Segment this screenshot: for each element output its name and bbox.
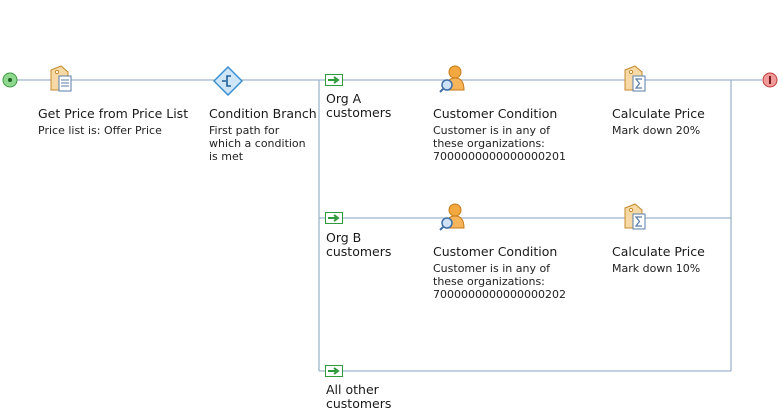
branch-label-org-a-line-2: customers <box>326 105 392 120</box>
price-tag-calc-icon <box>624 203 646 230</box>
customer-condition-a-desc-2: these organizations: <box>433 137 545 150</box>
green-arrow-icon[interactable] <box>325 74 343 86</box>
branch-label-all-other-line-2: customers <box>326 396 392 411</box>
start-circle-icon[interactable] <box>2 72 18 88</box>
branch-label-org-b-line-1: Org B <box>326 230 362 245</box>
get-price-title: Get Price from Price List <box>38 106 189 121</box>
customer-condition-a-desc-3: 7000000000000000201 <box>433 150 566 163</box>
customer-condition-a-desc-1: Customer is in any of <box>433 124 551 137</box>
calculate-price-a-title: Calculate Price <box>612 106 705 121</box>
customer-condition-b-desc-2: these organizations: <box>433 275 545 288</box>
customer-condition-b-title: Customer Condition <box>433 244 558 259</box>
customer-condition-a-title: Customer Condition <box>433 106 558 121</box>
condition-branch-description-line-3: is met <box>209 150 244 163</box>
price-tag-calc-icon <box>624 65 646 92</box>
calculate-price-b-description: Mark down 10% <box>612 262 701 275</box>
green-arrow-icon[interactable] <box>325 212 343 224</box>
branch-label-all-other-line-1: All other <box>326 382 379 397</box>
customer-condition-b-desc-1: Customer is in any of <box>433 262 551 275</box>
calculate-price-a-description: Mark down 20% <box>612 124 701 137</box>
condition-branch-title: Condition Branch <box>209 106 317 121</box>
get-price-description: Price list is: Offer Price <box>38 124 162 137</box>
condition-branch-description-line-1: First path for <box>209 124 280 137</box>
calculate-price-b-title: Calculate Price <box>612 244 705 259</box>
customer-condition-b-desc-3: 7000000000000000202 <box>433 288 566 301</box>
green-arrow-icon[interactable] <box>325 365 343 377</box>
end-circle-icon[interactable] <box>762 72 778 88</box>
person-search-icon <box>439 203 465 231</box>
diamond-branch-icon <box>213 66 243 96</box>
condition-branch-description-line-2: which a condition <box>209 137 306 150</box>
person-search-icon <box>439 65 465 93</box>
branch-label-org-a-line-1: Org A <box>326 91 362 106</box>
price-tag-list-icon <box>50 65 72 92</box>
branch-label-org-b-line-2: customers <box>326 244 392 259</box>
